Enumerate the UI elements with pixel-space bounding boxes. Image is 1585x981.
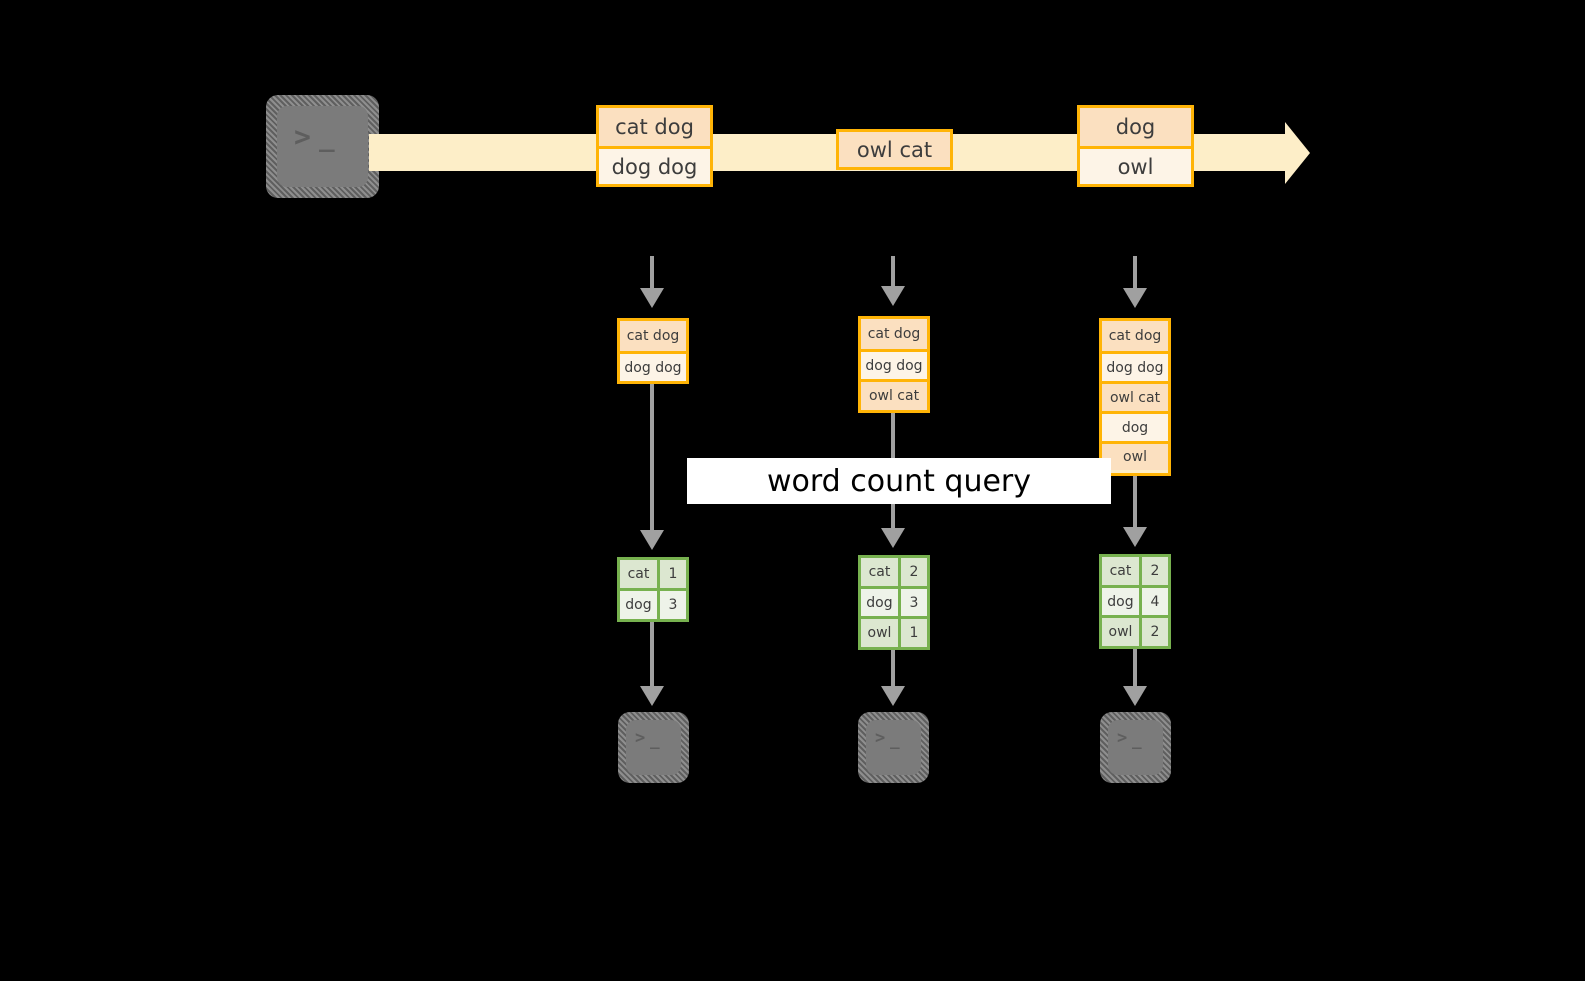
sink-arrow-head (881, 686, 905, 706)
terminal-body (626, 720, 681, 775)
terminal-cursor-glyph: _ (650, 730, 661, 749)
stream-event-group: cat dog dog dog (596, 105, 713, 187)
result-row: cat 2 (861, 558, 927, 586)
result-key: owl (861, 619, 898, 648)
stream-tap-arrow-head (640, 288, 664, 308)
result-row: dog 3 (620, 588, 686, 619)
result-key: cat (861, 558, 898, 586)
sink-arrow-head (640, 686, 664, 706)
stream-event-group: owl cat (836, 129, 953, 170)
sink-terminal-icon: > _ (858, 712, 929, 783)
stream-event-row: cat dog (599, 108, 710, 146)
stream-tap-arrow-stem (891, 256, 895, 286)
result-value: 2 (1138, 557, 1168, 585)
query-arrow-head (640, 530, 664, 550)
result-row: dog 4 (1102, 584, 1168, 616)
snapshot-input-table: cat dog dog dog owl cat dog owl (1099, 318, 1171, 476)
snapshot-input-row: owl cat (861, 379, 927, 410)
terminal-body (866, 720, 921, 775)
result-key: dog (1102, 587, 1139, 616)
stream-tap-arrow-head (1123, 288, 1147, 308)
snapshot-input-row: dog dog (861, 349, 927, 379)
stream-event-row: dog dog (599, 146, 710, 184)
stream-event-row: owl cat (839, 132, 950, 167)
snapshot-input-row: owl cat (1102, 381, 1168, 411)
snapshot-input-table: cat dog dog dog owl cat (858, 316, 930, 413)
source-terminal-icon: > _ (266, 95, 379, 198)
query-arrow-stem (1133, 476, 1137, 527)
terminal-prompt-glyph: > (875, 728, 886, 748)
result-row: cat 2 (1102, 557, 1168, 585)
snapshot-result-table: cat 1 dog 3 (617, 557, 689, 622)
sink-arrow-stem (650, 622, 654, 686)
snapshot-input-row: owl (1102, 441, 1168, 470)
result-row: owl 2 (1102, 615, 1168, 647)
snapshot-input-row: dog dog (1102, 351, 1168, 381)
result-row: dog 3 (861, 585, 927, 617)
stream-tap-arrow-stem (650, 256, 654, 288)
query-arrow-head (881, 528, 905, 548)
terminal-cursor-glyph: _ (1132, 730, 1143, 749)
snapshot-input-row: cat dog (1102, 321, 1168, 351)
result-key: cat (1102, 557, 1139, 585)
terminal-body (1108, 720, 1163, 775)
query-arrow-stem (650, 384, 654, 530)
terminal-prompt-glyph: > (1117, 728, 1128, 748)
sink-arrow-stem (891, 650, 895, 686)
terminal-cursor-glyph: _ (319, 123, 336, 153)
sink-arrow-head (1123, 686, 1147, 706)
result-key: dog (861, 588, 898, 617)
snapshot-input-table: cat dog dog dog (617, 318, 689, 384)
stream-event-row: owl (1080, 146, 1191, 184)
result-value: 1 (897, 619, 927, 648)
stream-tap-arrow-stem (1133, 256, 1137, 288)
result-key: owl (1102, 618, 1139, 647)
snapshot-result-table: cat 2 dog 3 owl 1 (858, 555, 930, 650)
terminal-cursor-glyph: _ (890, 730, 901, 749)
result-value: 3 (656, 591, 686, 619)
query-arrow-head (1123, 527, 1147, 547)
stream-tap-arrow-head (881, 286, 905, 306)
snapshot-input-row: dog (1102, 411, 1168, 441)
snapshot-result-table: cat 2 dog 4 owl 2 (1099, 554, 1171, 649)
terminal-prompt-glyph: > (635, 728, 646, 748)
result-value: 4 (1138, 587, 1168, 616)
result-key: cat (620, 560, 657, 588)
stream-event-group: dog owl (1077, 105, 1194, 187)
result-row: cat 1 (620, 560, 686, 588)
terminal-body (277, 106, 368, 187)
result-value: 2 (897, 558, 927, 586)
snapshot-input-row: dog dog (620, 351, 686, 381)
query-label: word count query (687, 458, 1111, 504)
snapshot-input-row: cat dog (861, 319, 927, 349)
sink-terminal-icon: > _ (1100, 712, 1171, 783)
result-value: 2 (1138, 618, 1168, 647)
sink-arrow-stem (1133, 649, 1137, 686)
result-key: dog (620, 591, 657, 619)
sink-terminal-icon: > _ (618, 712, 689, 783)
stream-event-row: dog (1080, 108, 1191, 146)
result-value: 1 (656, 560, 686, 588)
event-stream-arrowhead (1285, 122, 1310, 184)
result-row: owl 1 (861, 616, 927, 648)
terminal-prompt-glyph: > (294, 120, 312, 153)
snapshot-input-row: cat dog (620, 321, 686, 351)
result-value: 3 (897, 588, 927, 617)
